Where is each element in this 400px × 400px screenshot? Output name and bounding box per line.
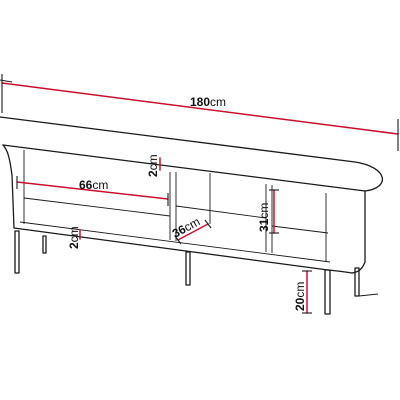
floor-shadow: [358, 293, 379, 297]
depth-label: 36cm: [170, 215, 202, 241]
depth-tick-b: [204, 219, 212, 229]
left-shelf-line: [23, 197, 171, 217]
legs: [14, 230, 379, 315]
leg-front-left: [14, 230, 20, 274]
compartment-height-label: 31cm: [257, 203, 271, 232]
dimension-lines: [1, 74, 399, 314]
leg-front-right: [324, 269, 331, 315]
leg-front-middle: [185, 251, 191, 286]
left-end-panel: [2, 144, 15, 229]
leg-back-left: [42, 235, 47, 254]
dimension-labels: 180cm 66cm 2cm 2cm 36cm 31cm 20cm: [67, 95, 307, 311]
leg-back-right: [354, 267, 360, 297]
leg-height-label: 20cm: [293, 282, 307, 311]
right-end-panel: [351, 190, 366, 274]
width-dimension-line: [1, 82, 399, 135]
top-slab: [0, 116, 384, 192]
middle-shelf-line: [175, 205, 267, 219]
depth-dimension-line: [177, 223, 209, 241]
width-label: 180cm: [190, 95, 226, 109]
divider-2: [265, 184, 273, 253]
bottom-thickness-label: 2cm: [67, 226, 81, 249]
right-compartment-inner: [271, 225, 329, 234]
shelf-width-label: 66cm: [79, 178, 108, 192]
depth-tick-a: [174, 235, 182, 245]
top-thickness-label: 2cm: [146, 154, 160, 177]
shelf-width-dimension-line: [16, 181, 169, 200]
bottom-board-line: [19, 221, 331, 263]
divider-1: [169, 172, 177, 241]
